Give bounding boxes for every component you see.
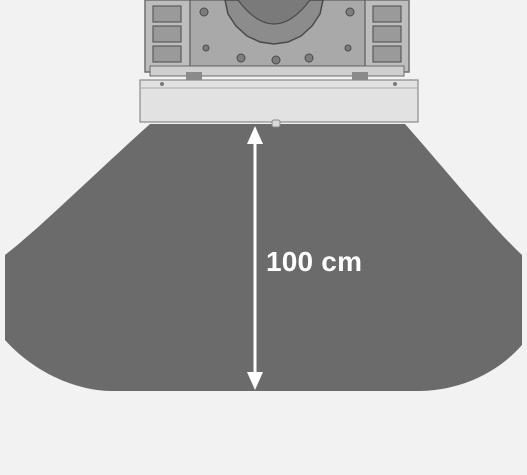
left-fins [152, 5, 182, 63]
coverage-area [5, 124, 522, 391]
right-fins [372, 5, 402, 63]
screws [199, 7, 355, 65]
arrow-head-top [247, 126, 263, 144]
dimension-label: 100 cm [266, 246, 363, 277]
heater-unit [139, 0, 419, 128]
arrow-head-bottom [247, 372, 263, 390]
heater-bottom-bar [139, 79, 419, 123]
dimension-arrow [247, 126, 263, 390]
